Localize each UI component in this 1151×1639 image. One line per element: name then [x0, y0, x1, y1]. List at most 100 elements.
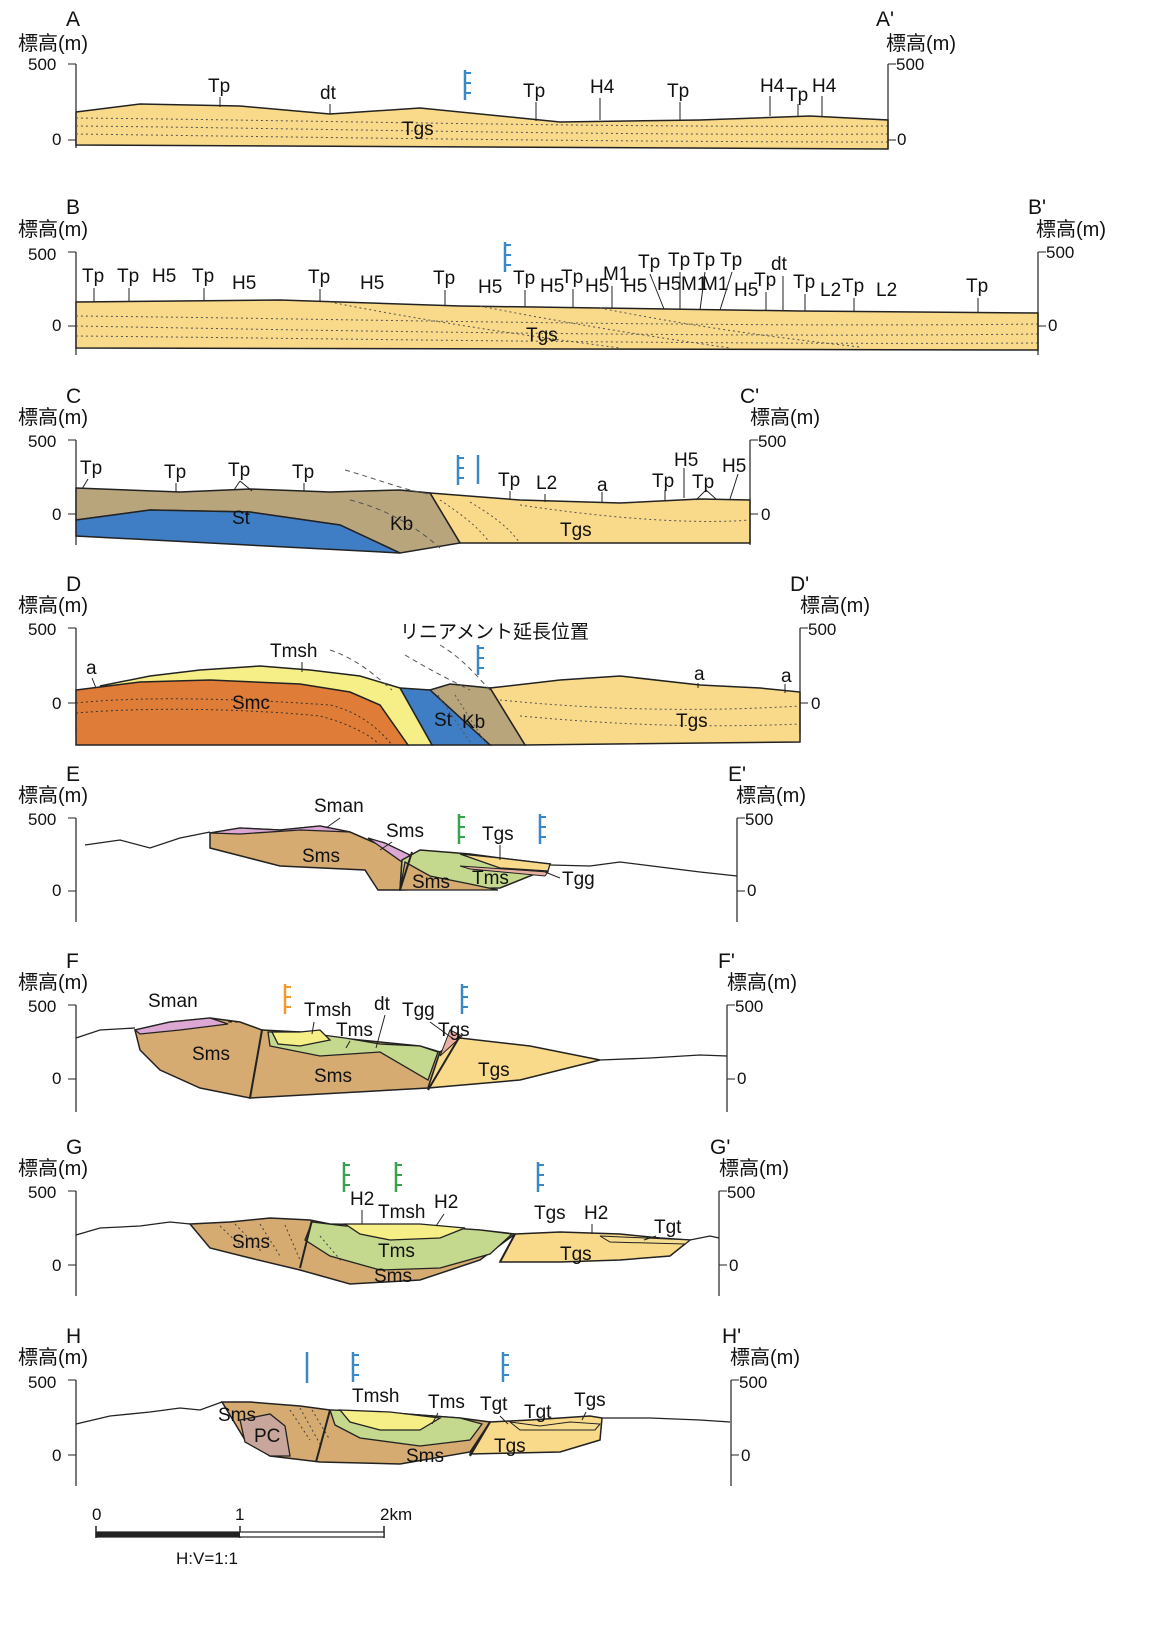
lineament-extension-label: リニアメント延長位置 [400, 621, 589, 643]
section-b-right-tick-0: 0 [1048, 316, 1057, 335]
section-f-y-axis-title: 標高(m) [18, 971, 88, 994]
section-e-right-tick-500: 500 [745, 810, 773, 829]
section-e-tick-0: 0 [52, 881, 61, 900]
section-f-tick-500: 500 [28, 997, 56, 1016]
section-b-right-axis-title: 標高(m) [1036, 218, 1106, 241]
unit-label-tgs: Tgs [494, 1436, 526, 1457]
section-h-tick-0: 0 [52, 1446, 61, 1465]
label-tgg: Tgg [402, 1000, 435, 1021]
label-l2: L2 [820, 280, 841, 301]
section-d-right-tick-0: 0 [811, 694, 820, 713]
label-h4: H4 [590, 77, 615, 98]
unit-label-sms: Sms [412, 872, 450, 893]
label-m1: M1 [681, 274, 707, 295]
section-h-right-tick-500: 500 [739, 1373, 767, 1392]
unit-label-sms: Sms [232, 1232, 270, 1253]
scale-ratio: H:V=1:1 [176, 1549, 238, 1568]
label-h5: H5 [152, 266, 176, 287]
unit-label-st: St [434, 710, 453, 731]
unit-label-sms: Sms [218, 1405, 256, 1426]
strike-dip-marker [536, 1160, 546, 1194]
label-tp: Tp [208, 76, 230, 97]
section-h-y-axis-title: 標高(m) [18, 1346, 88, 1369]
unit-label-kb: Kb [462, 712, 485, 733]
section-g: G 標高(m) 500 0 H2 Tmsh H2 Tgs H2 Tgt Sms … [18, 1136, 789, 1296]
label-h4: H4 [812, 76, 837, 97]
label-h2: H2 [434, 1192, 458, 1213]
section-d-tick-0: 0 [52, 694, 61, 713]
unit-label-smc: Smc [232, 693, 270, 714]
label-h5: H5 [657, 274, 681, 295]
section-c-right-tick-500: 500 [758, 432, 786, 451]
strike-dip-marker-green [394, 1160, 404, 1194]
section-h: H 標高(m) 500 0 Sms PC Tmsh Tms Tgt Tgt Tg… [18, 1325, 800, 1486]
section-c-tick-500: 500 [28, 432, 56, 451]
section-d-right-label: D' [790, 573, 809, 596]
label-tp: Tp [82, 266, 104, 287]
label-tp: Tp [513, 268, 535, 289]
label-tgs: Tgs [574, 1390, 606, 1411]
section-g-right-axis-title: 標高(m) [719, 1157, 789, 1180]
label-tmsh: Tmsh [378, 1202, 426, 1223]
unit-label-tgs: Tgs [478, 1060, 510, 1081]
unit-label-tgs: Tgs [560, 1244, 592, 1265]
unit-label-sms: Sms [302, 846, 340, 867]
section-f-right-tick-0: 0 [737, 1069, 746, 1088]
label-sms: Sms [386, 821, 424, 842]
unit-label-tms: Tms [472, 868, 509, 889]
label-h5: H5 [623, 276, 647, 297]
label-h5: H5 [478, 277, 502, 298]
strike-dip-marker-green [342, 1160, 352, 1194]
section-c-y-axis-title: 標高(m) [18, 406, 88, 429]
unit-label-sms: Sms [192, 1044, 230, 1065]
label-tms: Tms [428, 1392, 465, 1413]
section-f-right-axis-title: 標高(m) [727, 971, 797, 994]
label-tp: Tp [652, 471, 674, 492]
section-f-right-label: F' [718, 950, 735, 973]
section-h-left-label: H [66, 1325, 81, 1348]
label-l2: L2 [536, 473, 557, 494]
label-h5: H5 [232, 273, 256, 294]
label-tp: Tp [793, 272, 815, 293]
label-tp: Tp [668, 250, 690, 271]
section-g-tick-500: 500 [28, 1183, 56, 1202]
strike-dip-marker [460, 982, 470, 1016]
label-tgs: Tgs [438, 1020, 470, 1041]
section-e-right-label: E' [728, 763, 746, 786]
label-tp: Tp [842, 276, 864, 297]
unit-label-st: St [232, 508, 251, 529]
section-b-y-axis-title: 標高(m) [18, 218, 88, 241]
label-h4: H4 [760, 76, 785, 97]
section-f-right-tick-500: 500 [735, 997, 763, 1016]
section-b-right-tick-500: 500 [1046, 243, 1074, 262]
label-h2: H2 [350, 1189, 374, 1210]
label-tp: Tp [720, 250, 742, 271]
label-tp: Tp [292, 462, 314, 483]
scale-tick-2km: 2km [380, 1505, 412, 1524]
label-tp: Tp [693, 250, 715, 271]
label-tp: Tp [308, 267, 330, 288]
section-g-right-tick-500: 500 [727, 1183, 755, 1202]
strike-dip-marker [456, 453, 466, 487]
label-tp: Tp [164, 462, 186, 483]
section-h-right-axis-title: 標高(m) [730, 1346, 800, 1369]
label-tp: Tp [228, 460, 250, 481]
strike-dip-marker-orange [283, 982, 293, 1016]
label-m1: M1 [702, 274, 728, 295]
label-tmsh: Tmsh [352, 1386, 400, 1407]
section-c-left-label: C [66, 385, 81, 408]
label-tgt: Tgt [524, 1402, 552, 1423]
section-e: E 標高(m) 500 0 Sman Sms Sms Tgs Sms Tms T… [18, 763, 806, 922]
section-h-right-tick-0: 0 [741, 1446, 750, 1465]
label-tp: Tp [498, 470, 520, 491]
label-tp: Tp [192, 266, 214, 287]
unit-label-sms: Sms [406, 1446, 444, 1467]
label-l2: L2 [876, 280, 897, 301]
label-a: a [597, 475, 608, 496]
strike-dip-marker [351, 1350, 361, 1384]
unit-label-kb: Kb [390, 514, 413, 535]
label-tms: Tms [336, 1020, 373, 1041]
scale-tick-0: 0 [92, 1505, 101, 1524]
section-h-right-label: H' [722, 1325, 741, 1348]
section-f-tick-0: 0 [52, 1069, 61, 1088]
